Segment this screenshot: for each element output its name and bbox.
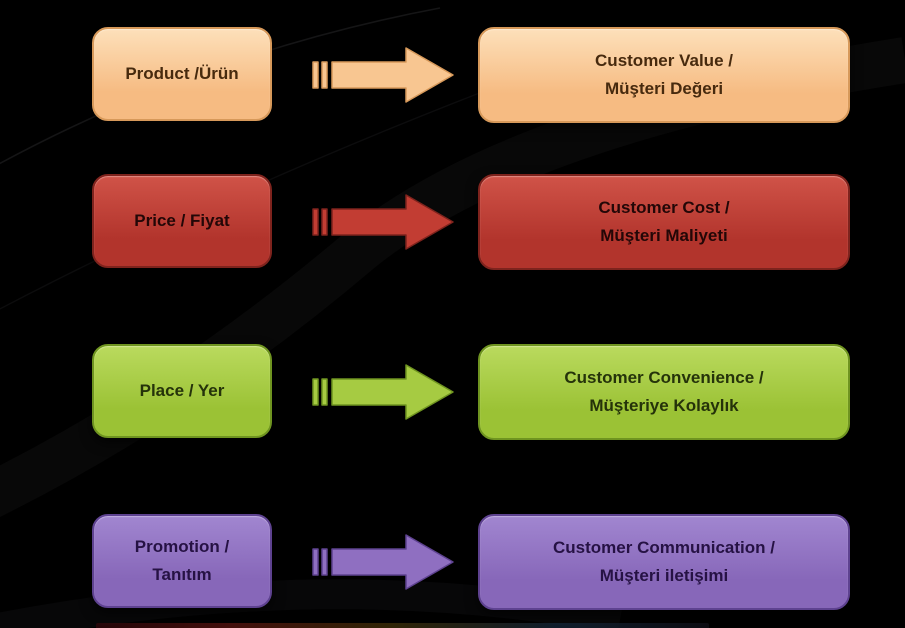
box-customer-cost-label: Customer Cost / Müşteri Maliyeti — [598, 198, 730, 245]
box-promotion-label: Promotion / Tanıtım — [134, 537, 230, 584]
row-place: Place / Yer Customer Convenience / Müşte… — [0, 344, 905, 440]
box-customer-communication-label: Customer Communication / Müşteri iletişi… — [553, 538, 775, 585]
right-arrow-icon — [312, 194, 454, 250]
box-product-label: Product /Ürün — [125, 64, 239, 83]
bottom-edge-decoration — [96, 623, 709, 628]
box-customer-convenience: Customer Convenience / Müşteriye Kolaylı… — [478, 344, 850, 440]
box-place-label: Place / Yer — [139, 381, 225, 400]
box-promotion: Promotion / Tanıtım — [92, 514, 272, 608]
box-customer-cost: Customer Cost / Müşteri Maliyeti — [478, 174, 850, 270]
box-customer-communication: Customer Communication / Müşteri iletişi… — [478, 514, 850, 610]
right-arrow-icon — [312, 364, 454, 420]
row-promotion: Promotion / Tanıtım Customer Communicati… — [0, 514, 905, 610]
box-customer-value-label: Customer Value / Müşteri Değeri — [595, 51, 733, 98]
row-product: Product /Ürün Customer Value / Müşteri D… — [0, 27, 905, 123]
row-price: Price / Fiyat Customer Cost / Müşteri Ma… — [0, 174, 905, 270]
right-arrow-icon — [312, 534, 454, 590]
box-place: Place / Yer — [92, 344, 272, 438]
box-customer-value: Customer Value / Müşteri Değeri — [478, 27, 850, 123]
box-price: Price / Fiyat — [92, 174, 272, 268]
box-customer-convenience-label: Customer Convenience / Müşteriye Kolaylı… — [564, 368, 764, 415]
box-price-label: Price / Fiyat — [134, 211, 230, 230]
right-arrow-icon — [312, 47, 454, 103]
box-product: Product /Ürün — [92, 27, 272, 121]
